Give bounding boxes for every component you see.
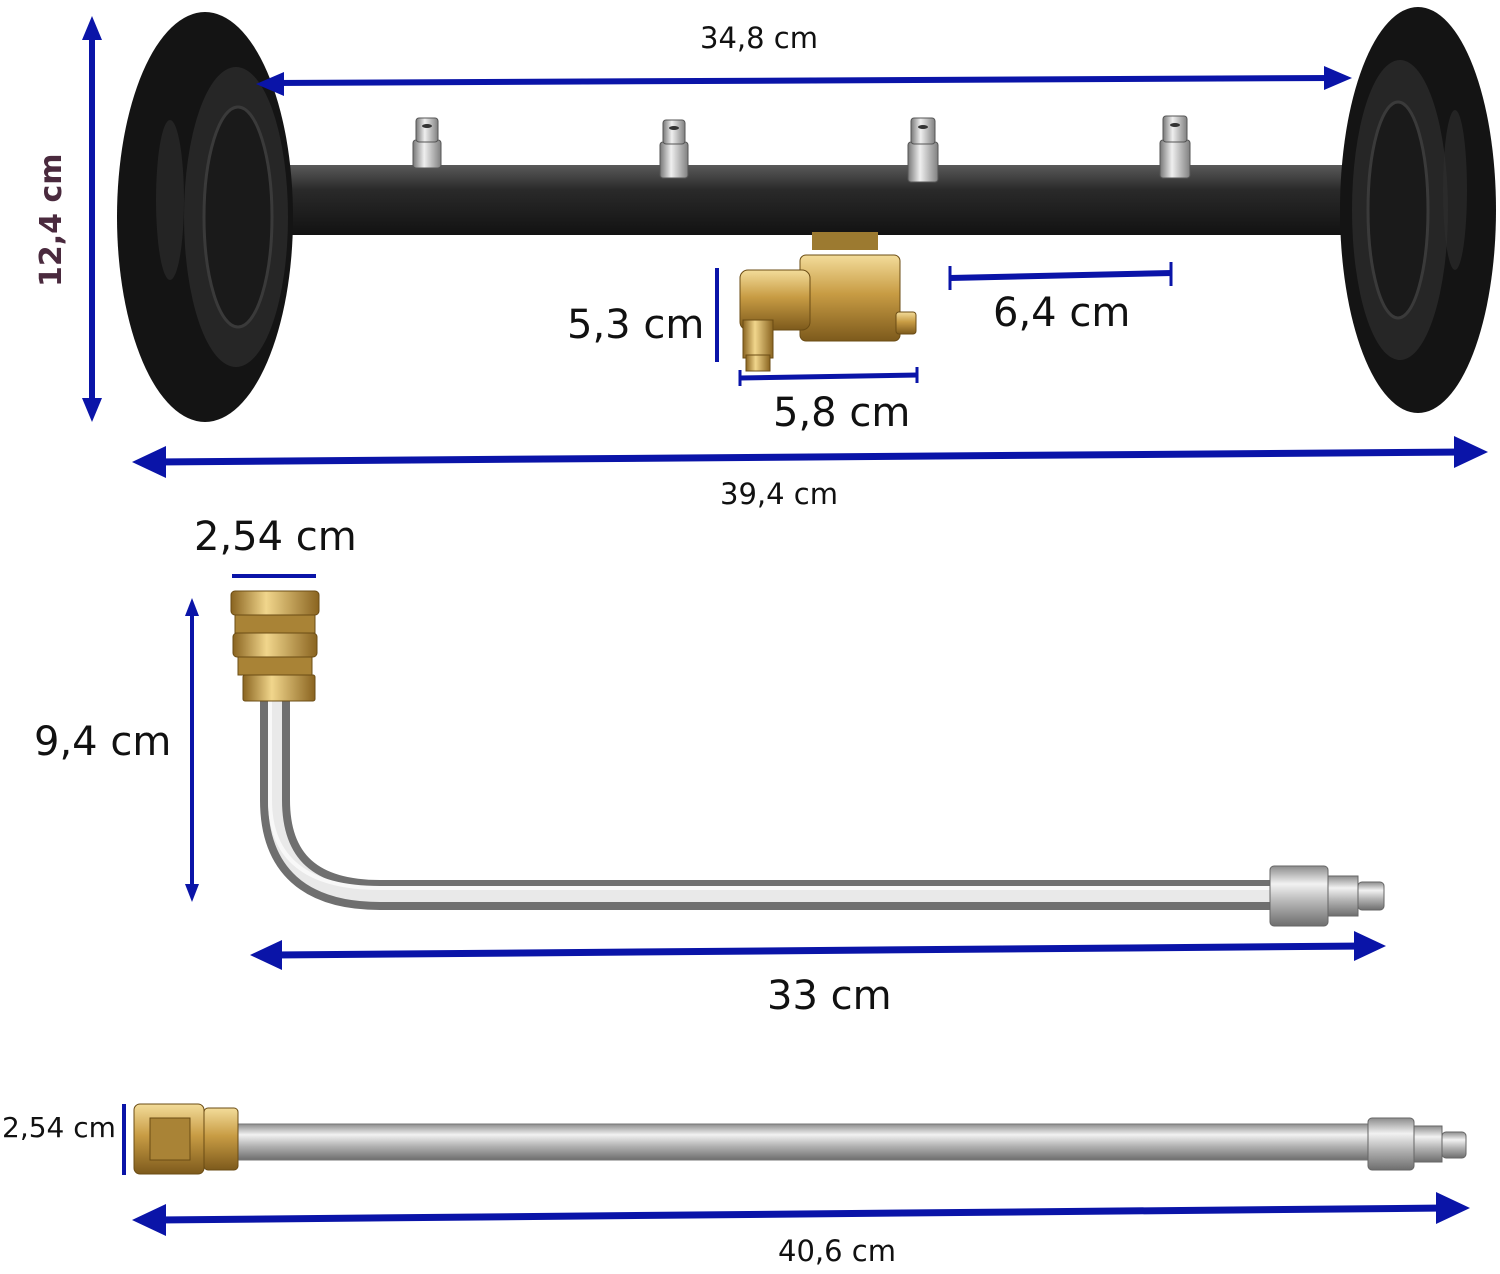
label-inlet-height: 5,3 cm — [567, 302, 705, 348]
nozzle-icon — [1159, 115, 1191, 179]
label-inlet-width: 5,8 cm — [773, 390, 911, 436]
label-wheel-span: 34,8 cm — [700, 21, 818, 55]
straight-wand — [133, 1103, 1467, 1175]
brass-coupler-icon — [739, 232, 917, 372]
nozzle-icon — [412, 117, 442, 169]
arrow-curved-length — [250, 931, 1386, 970]
arrow-overall-width — [132, 436, 1488, 478]
nozzle-icon — [907, 117, 939, 183]
curved-wand — [230, 590, 1385, 927]
label-straight-coupler-width: 2,54 cm — [2, 1111, 116, 1144]
label-nozzle-spacing: 6,4 cm — [993, 290, 1131, 336]
label-curved-coupler-width: 2,54 cm — [194, 514, 357, 560]
arrow-wheel-span — [256, 66, 1352, 96]
arrow-curved-height — [185, 598, 199, 902]
arrow-inlet-width — [738, 367, 919, 386]
label-curved-length: 33 cm — [767, 973, 892, 1019]
quick-connect-plug-icon — [1269, 865, 1385, 927]
straight-wand-tube — [231, 1123, 1393, 1161]
spray-bar — [240, 165, 1370, 235]
wheel-icon — [1340, 7, 1496, 413]
brass-coupler-icon — [230, 590, 320, 702]
label-overall-width: 39,4 cm — [720, 477, 838, 511]
quick-connect-plug-icon — [1367, 1117, 1467, 1171]
label-straight-length: 40,6 cm — [778, 1234, 896, 1268]
arrow-straight-length — [132, 1192, 1470, 1236]
label-curved-height: 9,4 cm — [34, 719, 172, 765]
wheel-icon — [117, 12, 293, 422]
dimension-arrows — [82, 16, 1488, 1236]
arrow-nozzle-spacing — [948, 262, 1173, 290]
label-cleaner-height: 12,4 cm — [34, 153, 69, 287]
curved-wand-tube — [260, 700, 1285, 910]
arrow-height-cleaner — [82, 16, 102, 422]
nozzle-icon — [659, 119, 689, 179]
undercarriage-cleaner — [117, 7, 1496, 422]
brass-coupler-icon — [133, 1103, 239, 1175]
